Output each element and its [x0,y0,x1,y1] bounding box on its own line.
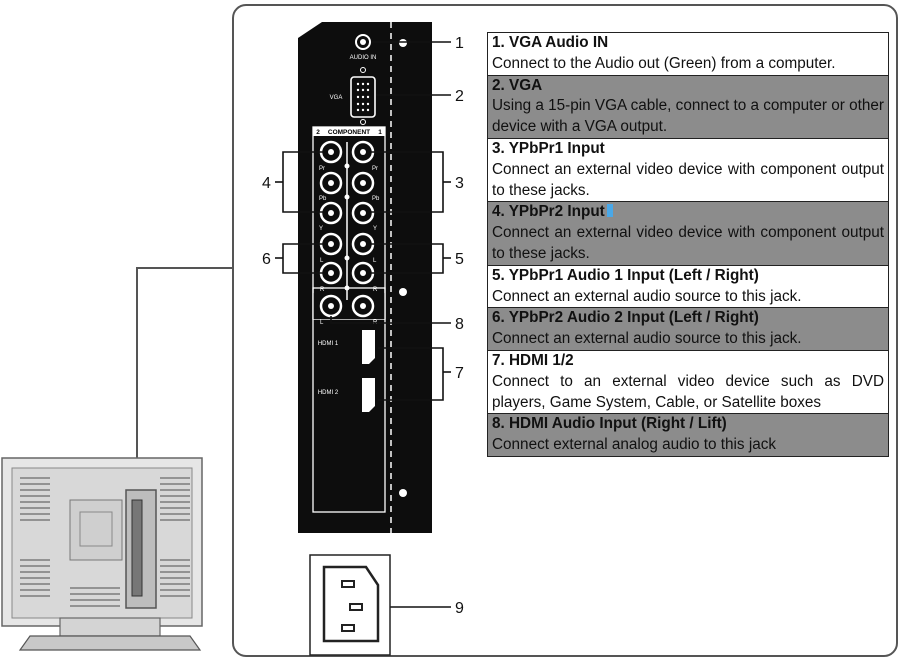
jack-y-right-label: Y [373,226,377,232]
panel-screw-middle [399,288,407,296]
description-row: 8. HDMI Audio Input (Right / Lift) Connec… [487,413,889,457]
jack-l-left-label: L [320,258,324,264]
description-row: 5. YPbPr1 Audio 1 Input (Left / Right) Co… [487,264,889,309]
callout-6: 6 [262,251,271,268]
hdmi-2-port [362,378,375,412]
component-right-number: 1 [378,129,382,136]
description-title: 1. VGA Audio IN [492,34,609,51]
tv-back-illustration [1,457,203,651]
connector-panel: AUDIO IN VGA COMPONENT 2 1 [298,22,432,533]
audio-in-label: AUDIO IN [350,55,377,61]
description-row: 6. YPbPr2 Audio 2 Input (Left / Right) Co… [487,307,889,351]
jack-l-right-label: L [373,258,377,264]
callout-3: 3 [455,175,464,192]
vga-port [350,67,376,125]
description-body: Using a 15-pin VGA cable, connect to a c… [492,97,884,136]
description-cell: 6. YPbPr2 Audio 2 Input (Left / Right) Co… [487,307,889,351]
jack-pr-right-label: Pr [372,166,378,172]
jack-pb-left-label: Pb [319,196,327,202]
callout-7: 7 [455,365,464,382]
vga-label: VGA [330,95,343,101]
description-title: 6. YPbPr2 Audio 2 Input (Left / Right) [492,309,759,327]
hdmi-1-port [362,330,375,364]
description-cell: 2. VGA Using a 15-pin VGA cable, connect … [487,74,889,139]
callout-8: 8 [455,316,464,333]
connector-description-table: 1. VGA Audio IN Connect to the Audio out … [487,32,889,457]
text-cursor-marker [606,204,613,218]
description-title: 5. YPbPr1 Audio 1 Input (Left / Right) [492,266,759,284]
component-label: COMPONENT [328,129,370,136]
description-row: 1. VGA Audio IN Connect to the Audio out … [487,32,889,76]
description-body: Connect external analog audio to this ja… [492,436,777,454]
callout-2: 2 [455,88,464,105]
description-cell: 5. YPbPr1 Audio 1 Input (Left / Right) Co… [487,264,889,309]
description-body: Connect an external audio source to this… [492,287,802,305]
description-body: Connect to the Audio out (Green) from a … [492,54,836,72]
component-1-jacks [351,140,375,285]
description-title: 8. HDMI Audio Input (Right / Lift) [492,415,727,433]
power-socket [309,554,391,656]
description-cell: 1. VGA Audio IN Connect to the Audio out … [487,32,889,76]
jack-r-right-label: R [373,287,378,293]
tv-leader-line [136,267,234,269]
description-title: 4. YPbPr2 Input [492,203,605,221]
component-left-number: 2 [316,129,320,136]
callout-9: 9 [455,600,464,617]
callout-5: 5 [455,251,464,268]
description-title: 7. HDMI 1/2 [492,351,574,369]
jack-pr-left-label: Pr [319,166,325,172]
hdmi-2-label: HDMI 2 [318,390,339,396]
panel-screw-top [399,39,407,47]
jack-pb-right-label: Pb [372,196,380,202]
description-body: Connect to an external video device such… [492,372,884,411]
vga-audio-in-jack [355,34,371,50]
callout-4: 4 [262,175,271,192]
jack-r-left-label: R [320,287,325,293]
callout-1: 1 [455,35,464,52]
description-cell: 8. HDMI Audio Input (Right / Lift) Connec… [487,413,889,457]
diagram-frame [232,4,898,657]
hdmi-audio-l-label: L [320,320,324,326]
description-body: Connect an external audio source to this… [492,330,802,348]
tv-leader-line-vertical [136,267,138,603]
description-title: 3. YPbPr1 Input [492,139,605,157]
callout-lines [275,41,451,608]
description-body: Connect an external video device with co… [492,224,884,262]
panel-screw-bottom [399,489,407,497]
description-title: 2. VGA [492,76,543,94]
description-title-wrap: 4. YPbPr2 Input [492,202,884,223]
description-body: Connect an external video device with co… [492,160,884,199]
description-row: 2. VGA Using a 15-pin VGA cable, connect … [487,74,889,139]
jack-y-left-label: Y [319,226,323,232]
hdmi-1-label: HDMI 1 [318,341,339,347]
